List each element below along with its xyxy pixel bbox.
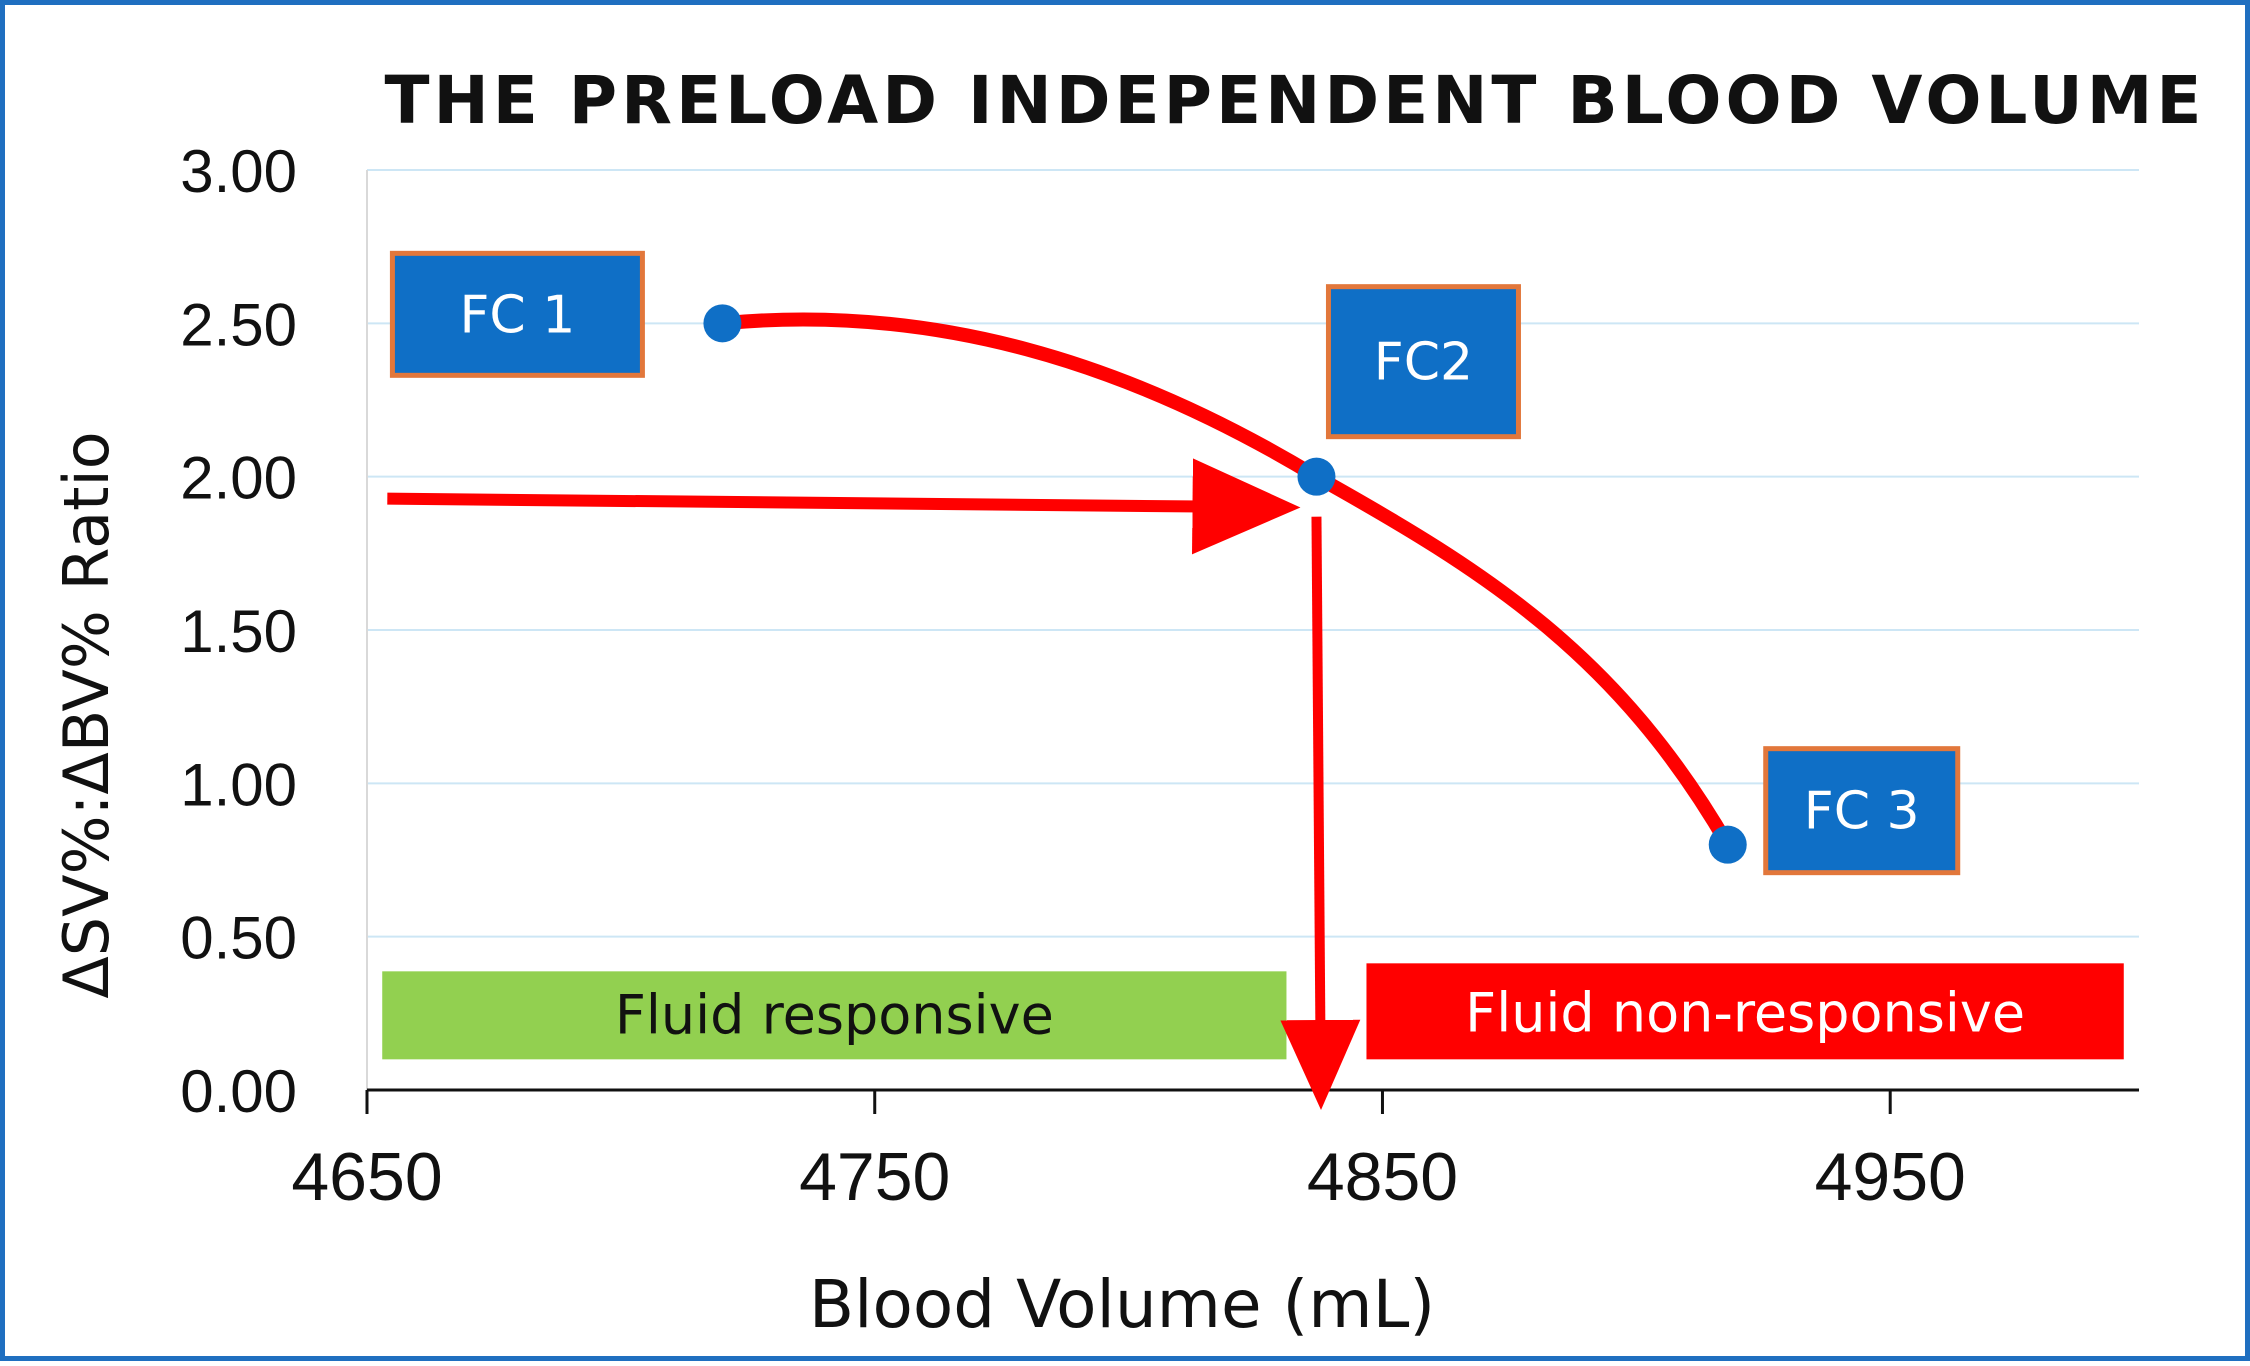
point-label-box [1763, 746, 1961, 876]
point-label-box [1325, 284, 1521, 440]
y-tick-label: 0.00 [180, 1058, 297, 1125]
fluid-nonresponsive-band [1366, 963, 2124, 1060]
curve-layer [387, 312, 1735, 1110]
fluid-responsive-label: Fluid responsive [615, 983, 1054, 1046]
data-point[interactable] [1297, 457, 1336, 496]
band-layer: Fluid responsive Fluid non-responsive [382, 963, 2124, 1060]
label-box-layer: FC 1 FC2 FC 3 [389, 250, 1961, 876]
axis-layer [366, 170, 2139, 1092]
grid-layer [367, 169, 2139, 938]
fluid-responsive-band [382, 971, 1287, 1060]
chart-title: THE PRELOAD INDEPENDENT BLOOD VOLUME [384, 62, 2205, 139]
horizontal-arrow [387, 458, 1301, 555]
point-label-text: FC 1 [459, 285, 575, 345]
y-tick-label: 0.50 [180, 905, 297, 972]
y-tick-label: 2.50 [180, 291, 297, 358]
fluid-nonresponsive-label: Fluid non-responsive [1465, 981, 2025, 1044]
y-tick-label: 2.00 [180, 445, 297, 512]
data-point[interactable] [703, 304, 742, 343]
tick-layer: 4650 4750 4850 4950 0.00 0.50 1.00 1.50 2.00 2.50… [180, 138, 1966, 1215]
vertical-arrow [1280, 516, 1361, 1110]
x-axis-label: Blood Volume (mL) [809, 1266, 1435, 1343]
y-tick-label: 1.50 [180, 598, 297, 665]
y-axis-label: ΔSV%:ΔBV% Ratio [50, 431, 123, 998]
y-tick-label: 1.00 [180, 751, 297, 818]
x-tick-label: 4850 [1307, 1139, 1458, 1215]
point-label-box [389, 250, 645, 378]
x-tick-label: 4650 [291, 1139, 442, 1215]
x-tick-label: 4750 [799, 1139, 950, 1215]
chart-svg: THE PRELOAD INDEPENDENT BLOOD VOLUME Flu… [50, 62, 2205, 1343]
fitted-curve [715, 312, 1735, 852]
y-tick-label: 3.00 [180, 138, 297, 205]
point-label-text: FC2 [1374, 333, 1473, 393]
point-label-text: FC 3 [1804, 782, 1920, 842]
x-tick-label: 4950 [1815, 1139, 1966, 1215]
point-layer [703, 304, 1747, 864]
data-point[interactable] [1708, 825, 1747, 864]
